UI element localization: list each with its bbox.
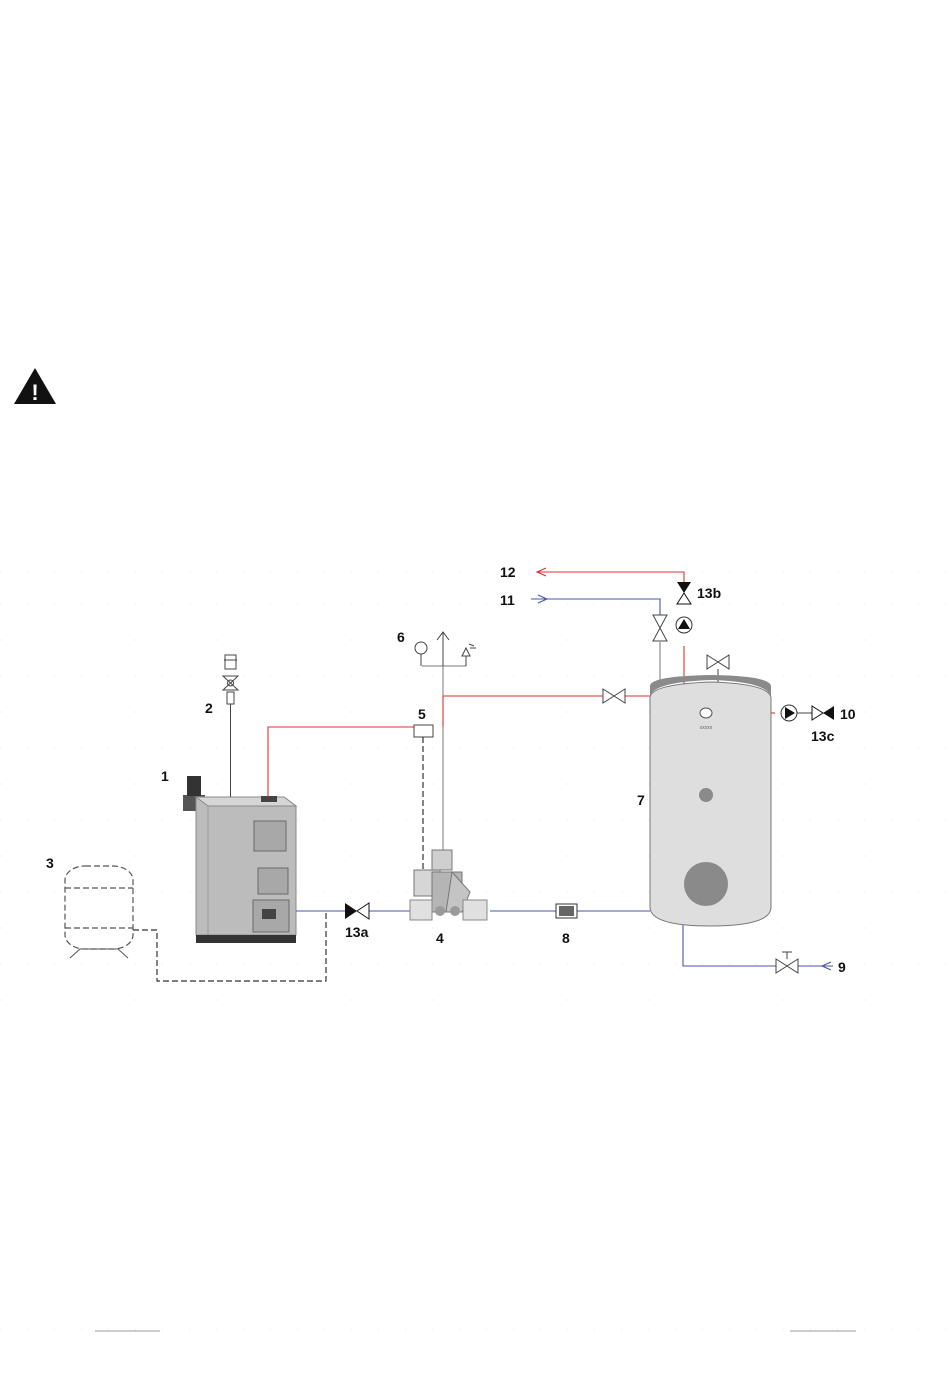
valve-drain-9 (776, 952, 798, 973)
filter-mesh (559, 906, 574, 916)
expansion-vessel-stand (70, 949, 128, 958)
expansion-vessel (65, 866, 133, 949)
label-7: 7 (637, 792, 645, 808)
gray-connectors (422, 656, 466, 851)
boiler (183, 776, 296, 943)
label-3: 3 (46, 855, 54, 871)
storage-tank (650, 675, 771, 926)
valve-tank-hot (603, 689, 625, 703)
thermostatic-valve-group (410, 850, 487, 920)
air-vent-assembly (415, 632, 476, 666)
label-10: 10 (840, 706, 856, 722)
label-13b: 13b (697, 585, 721, 601)
background-grid (0, 572, 950, 1330)
label-12: 12 (500, 564, 516, 580)
valve-cold-11 (653, 615, 667, 641)
label-8: 8 (562, 930, 570, 946)
label-13a: 13a (345, 924, 369, 940)
label-5: 5 (418, 706, 426, 722)
temperature-sensor (414, 725, 433, 737)
label-13c: 13c (811, 728, 835, 744)
label-2: 2 (205, 700, 213, 716)
safety-valve (223, 655, 238, 797)
label-1: 1 (161, 768, 169, 784)
valve-13b (677, 582, 691, 604)
tank-mark: xxxxx (700, 725, 713, 731)
label-6: 6 (397, 629, 405, 645)
label-4: 4 (436, 930, 444, 946)
valve-13c (797, 706, 834, 720)
pump-circulation (676, 617, 692, 633)
label-11: 11 (500, 592, 515, 608)
label-9: 9 (838, 959, 846, 975)
valve-13a (345, 903, 369, 919)
pump-10 (781, 705, 797, 721)
